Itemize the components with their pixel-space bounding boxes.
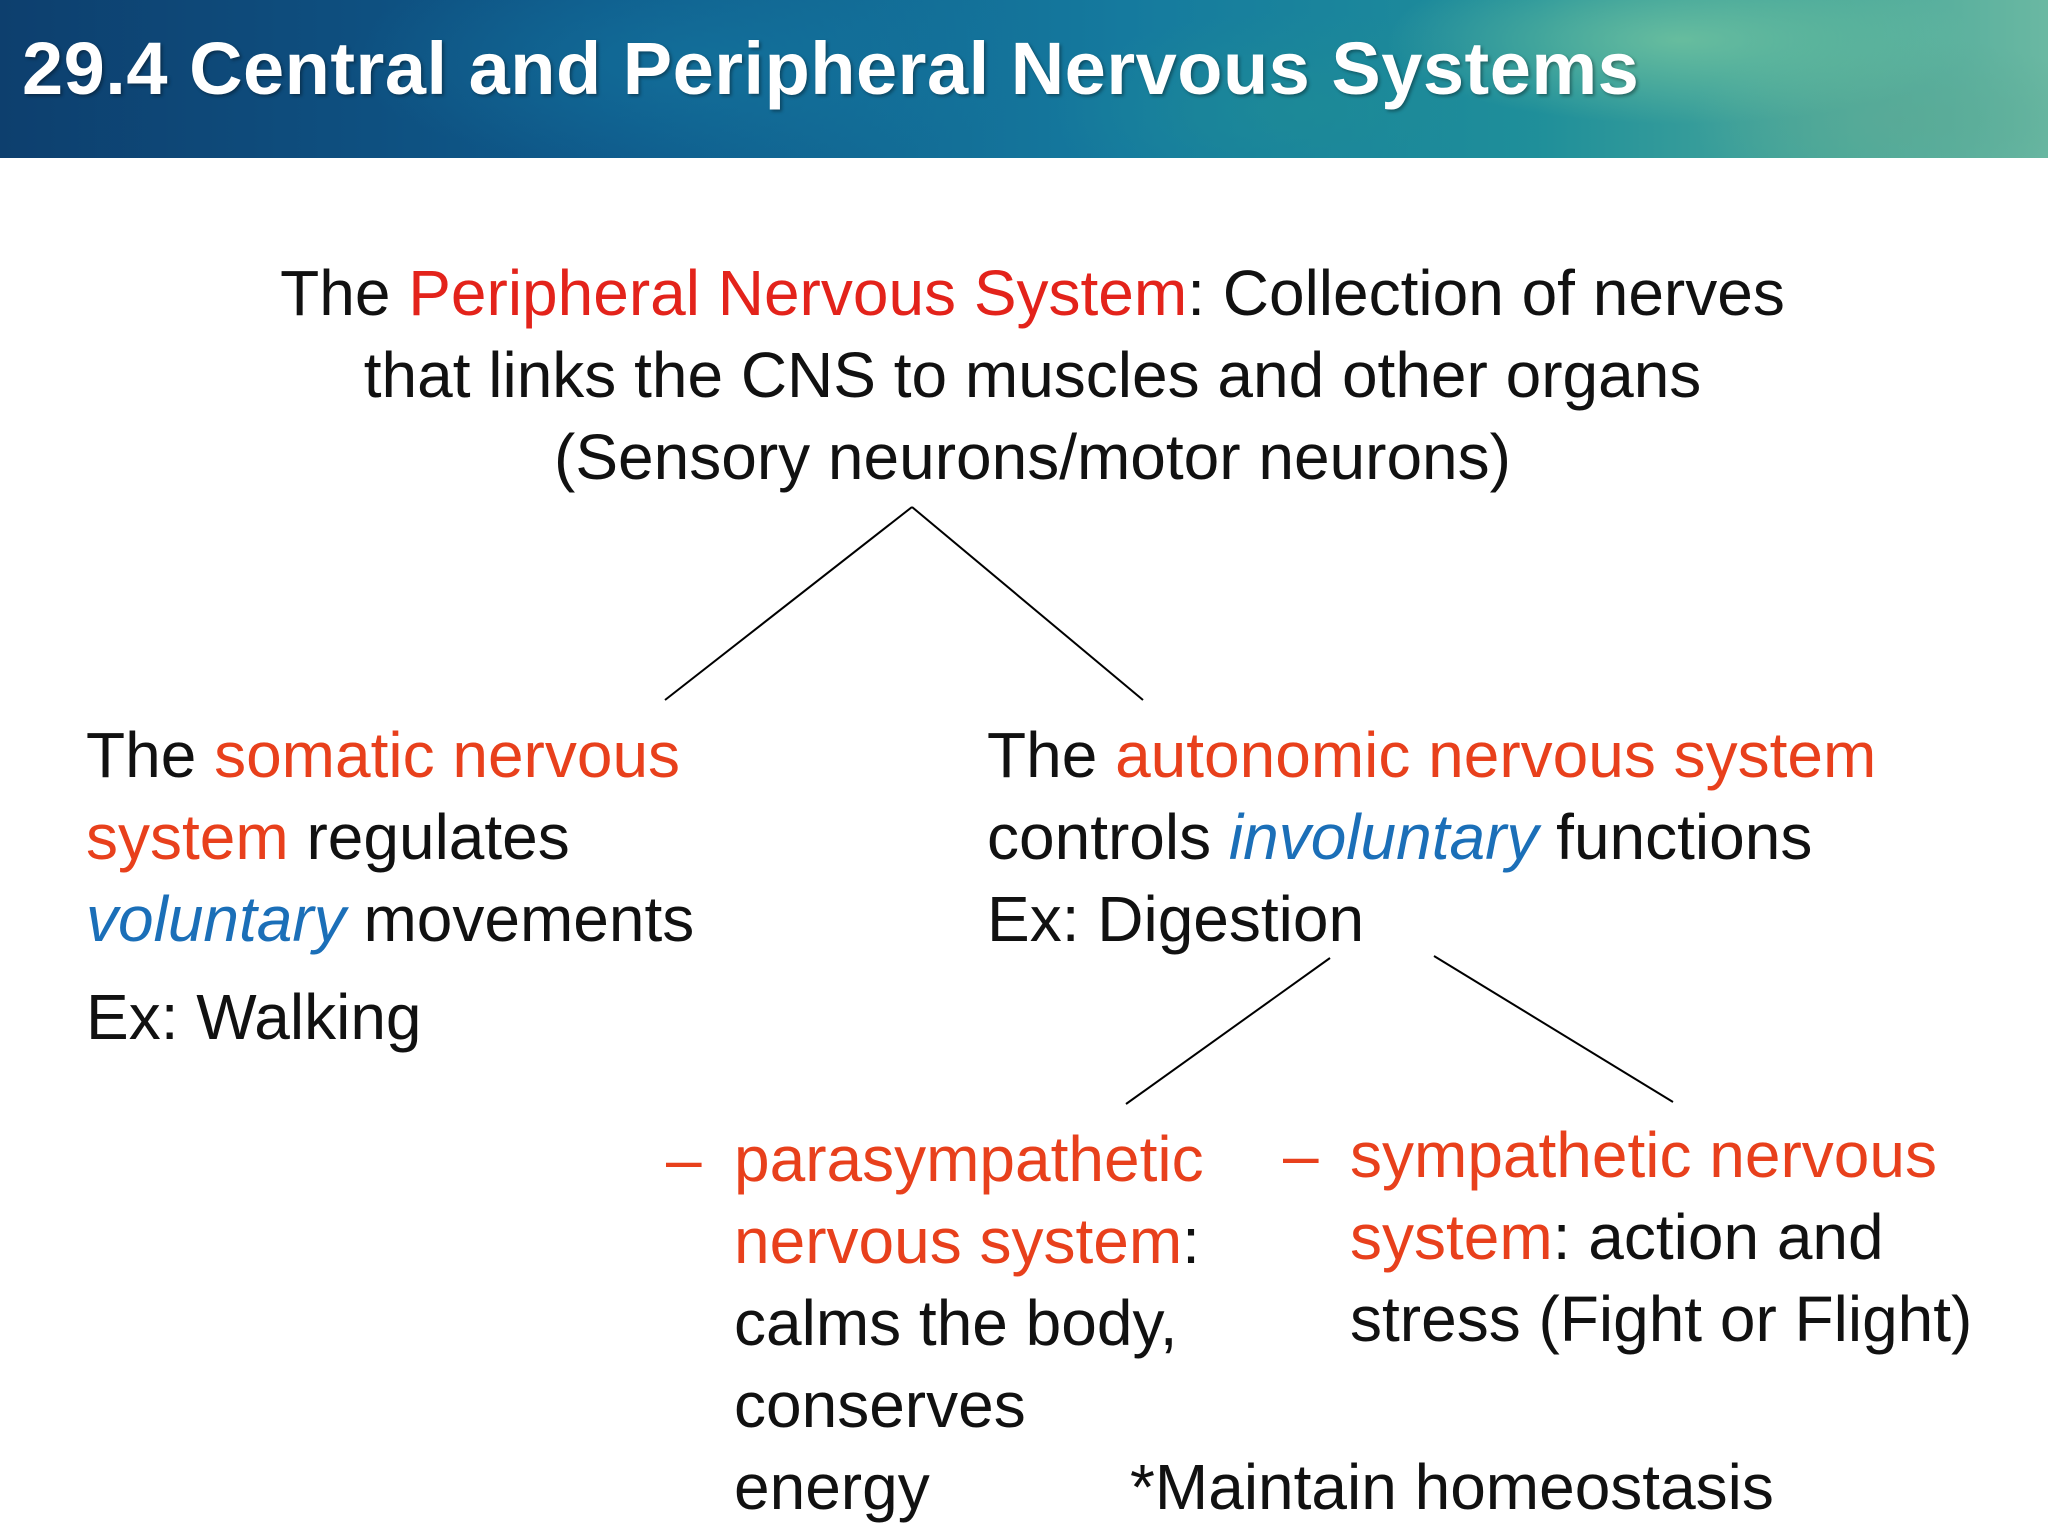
title-banner: 29.4 Central and Peripheral Nervous Syst… bbox=[0, 0, 2048, 158]
autonomic-line2-rest: functions bbox=[1538, 801, 1813, 873]
somatic-term-part2: system bbox=[86, 801, 289, 873]
pns-term: Peripheral Nervous System bbox=[408, 257, 1188, 329]
parasympathetic-line-5: energy bbox=[734, 1451, 930, 1523]
autonomic-line-1: The autonomic nervous system bbox=[987, 714, 1876, 796]
sympathetic-term-part1: sympathetic nervous bbox=[1350, 1119, 1937, 1191]
pns-prefix: The bbox=[280, 257, 409, 329]
autonomic-prefix: The bbox=[987, 719, 1116, 791]
slide-title: 29.4 Central and Peripheral Nervous Syst… bbox=[22, 27, 1640, 110]
connector-pns-to-autonomic bbox=[911, 506, 1144, 701]
parasympathetic-line-4: conserves bbox=[734, 1369, 1026, 1441]
connector-autonomic-to-sympathetic bbox=[1433, 955, 1674, 1103]
parasympathetic-line-2: nervous system: bbox=[734, 1200, 1200, 1282]
pns-line-3: (Sensory neurons/motor neurons) bbox=[554, 421, 1511, 493]
sympathetic-line2-rest: : action and bbox=[1552, 1201, 1884, 1273]
autonomic-line-2: controls involuntary functions bbox=[987, 796, 1812, 878]
autonomic-example: Ex: Digestion bbox=[987, 883, 1365, 955]
autonomic-emphasis: involuntary bbox=[1228, 801, 1539, 873]
connector-autonomic-to-parasympathetic bbox=[1125, 957, 1331, 1105]
somatic-term-part1: somatic nervous bbox=[214, 719, 681, 791]
homeostasis-note: *Maintain homeostasis bbox=[1130, 1451, 1774, 1523]
connector-pns-to-somatic bbox=[664, 506, 913, 701]
parasympathetic-term-part2: nervous system bbox=[734, 1205, 1183, 1277]
sympathetic-line-2: system: action and bbox=[1350, 1196, 1884, 1278]
sympathetic-term-part2: system bbox=[1350, 1201, 1553, 1273]
sympathetic-line-3: stress (Fight or Flight) bbox=[1350, 1283, 1973, 1355]
somatic-line-1: The somatic nervous bbox=[86, 714, 680, 796]
somatic-line-2: system regulates bbox=[86, 796, 570, 878]
autonomic-line2-prefix: controls bbox=[987, 801, 1229, 873]
parasympathetic-line-1: parasympathetic bbox=[734, 1118, 1204, 1200]
autonomic-term: autonomic nervous system bbox=[1115, 719, 1877, 791]
somatic-line-3: voluntary movements bbox=[86, 878, 694, 960]
somatic-line3-rest: movements bbox=[345, 883, 695, 955]
parasympathetic-term-part1: parasympathetic bbox=[734, 1123, 1204, 1195]
parasympathetic-line-3: calms the body, bbox=[734, 1287, 1178, 1359]
somatic-example: Ex: Walking bbox=[86, 981, 422, 1053]
pns-line-1: The Peripheral Nervous System: Collectio… bbox=[0, 252, 2048, 334]
pns-line-2: that links the CNS to muscles and other … bbox=[363, 339, 1702, 411]
sympathetic-line-1: sympathetic nervous bbox=[1350, 1114, 1937, 1196]
somatic-line2-rest: regulates bbox=[288, 801, 570, 873]
sympathetic-dash: – bbox=[1283, 1119, 1319, 1191]
pns-line1-rest: : Collection of nerves bbox=[1187, 257, 1785, 329]
parasympathetic-dash: – bbox=[666, 1123, 702, 1195]
somatic-prefix: The bbox=[86, 719, 215, 791]
somatic-emphasis: voluntary bbox=[86, 883, 346, 955]
parasympathetic-colon: : bbox=[1182, 1205, 1200, 1277]
